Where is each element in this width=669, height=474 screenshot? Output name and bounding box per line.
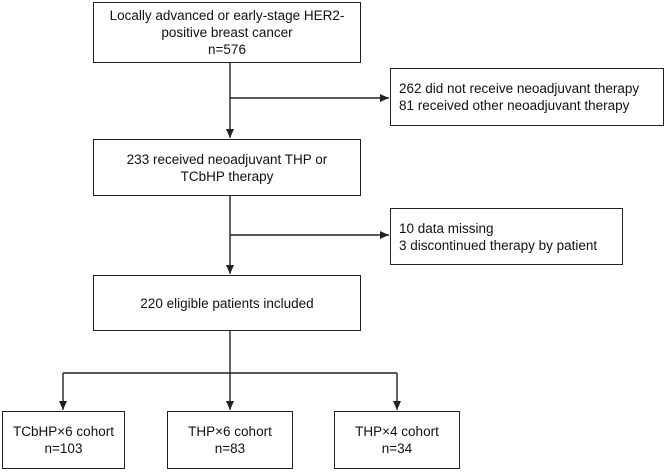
cohort-thp4-count: n=34 <box>381 441 413 456</box>
received-line2: TCbHP therapy <box>180 168 274 184</box>
received-box: 233 received neoadjuvant THP or TCbHP th… <box>93 139 361 196</box>
excluded2-line1: 10 data missing <box>399 220 494 236</box>
cohort-thp4-box: THP×4 cohort n=34 <box>334 411 460 469</box>
cohort-tcbhp-box: TCbHP×6 cohort n=103 <box>2 411 125 469</box>
excluded1-line2: 81 received other neoadjuvant therapy <box>399 98 630 113</box>
excluded2-box: 10 data missing 3 discontinued therapy b… <box>390 208 623 265</box>
cohort-thp6-label: THP×6 cohort <box>188 424 272 439</box>
excluded2-line2: 3 discontinued therapy by patient <box>399 237 598 253</box>
received-line1: 233 received neoadjuvant THP or <box>126 151 328 167</box>
population-box: Locally advanced or early-stage HER2- po… <box>93 2 361 63</box>
cohort-tcbhp-label: TCbHP×6 cohort <box>13 424 114 439</box>
cohort-tcbhp-count: n=103 <box>44 441 83 456</box>
cohort-thp6-box: THP×6 cohort n=83 <box>167 411 293 469</box>
cohort-thp4-label: THP×4 cohort <box>355 424 439 439</box>
cohort-thp6-count: n=83 <box>214 441 246 456</box>
excluded1-line1: 262 did not receive neoadjuvant therapy <box>399 81 640 96</box>
eligible-box: 220 eligible patients included <box>93 275 361 331</box>
population-line2: positive breast cancer <box>161 25 293 40</box>
excluded1-box: 262 did not receive neoadjuvant therapy … <box>390 68 664 126</box>
eligible-line1: 220 eligible patients included <box>140 295 314 311</box>
population-line1: Locally advanced or early-stage HER2- <box>109 8 345 23</box>
population-count: n=576 <box>208 42 246 57</box>
